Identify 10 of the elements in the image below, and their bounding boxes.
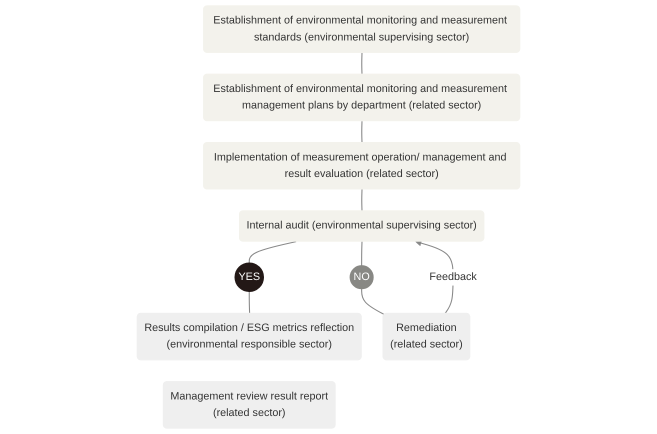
node-circle: NO	[350, 265, 374, 290]
connector	[248, 241, 296, 263]
connector	[361, 189, 363, 212]
connector	[248, 292, 250, 314]
node-circle: YES	[234, 262, 264, 292]
connector	[361, 288, 385, 316]
connector	[361, 52, 363, 74]
connector	[361, 242, 363, 266]
edge-label: Feedback	[429, 270, 477, 283]
connector	[361, 121, 363, 143]
